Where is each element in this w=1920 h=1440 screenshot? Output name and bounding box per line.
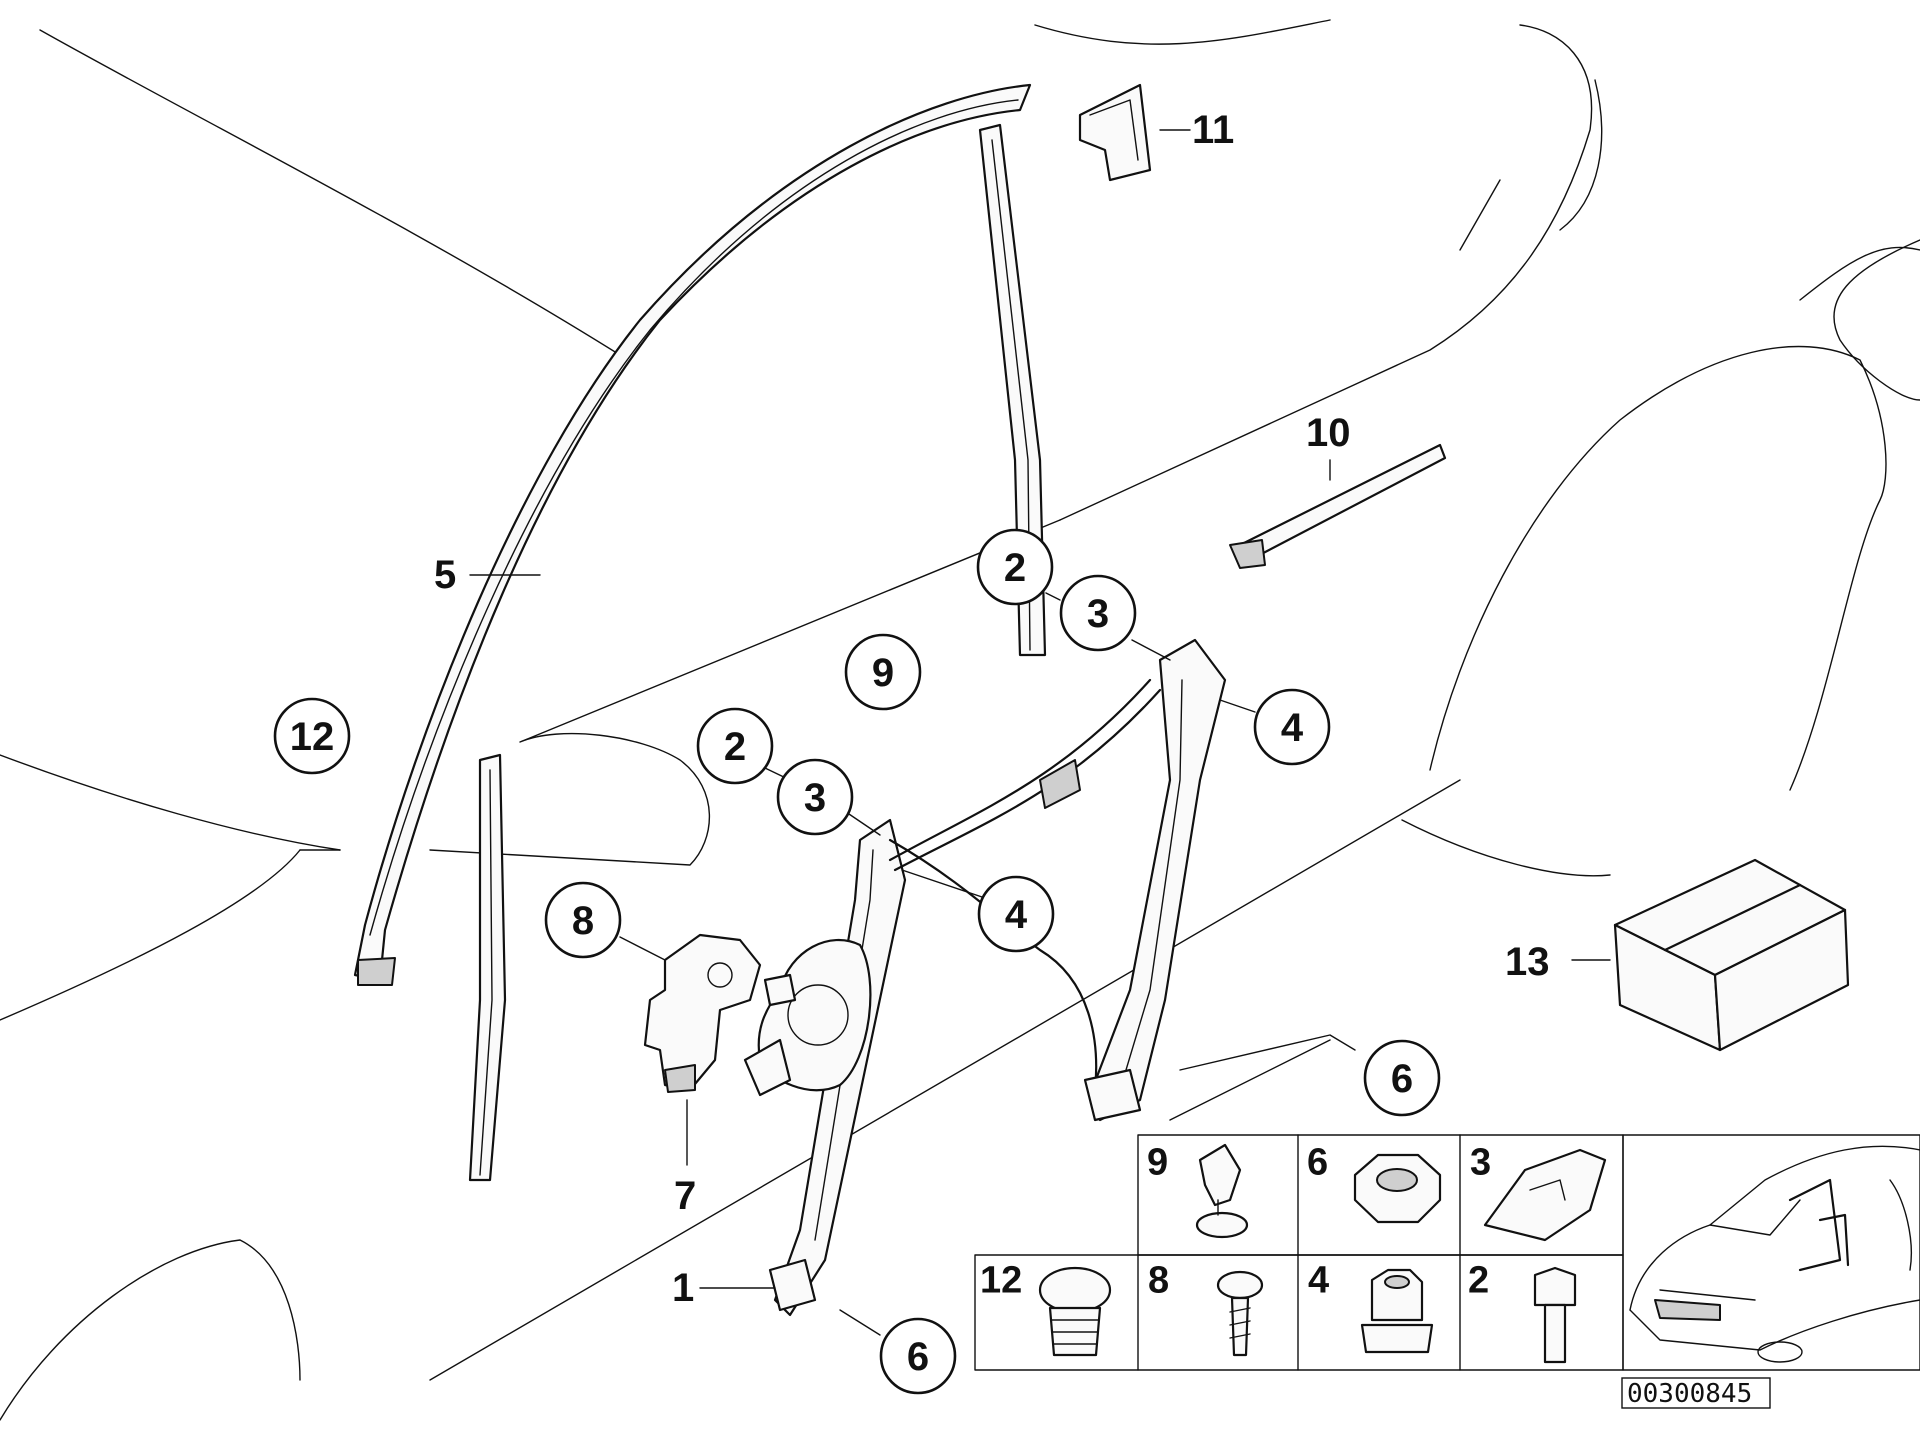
- grid-cell-9-number: 9: [1147, 1141, 1168, 1183]
- repair-kit-box: [1613, 858, 1850, 1052]
- callout-4-lower-text: 4: [1005, 893, 1028, 937]
- grid-cell-3: 3: [1470, 1141, 1607, 1242]
- label-11: 11: [1192, 108, 1234, 152]
- callout-6-right: 6: [1363, 1039, 1441, 1117]
- regulator-motor-gearbox: [743, 939, 872, 1097]
- callout-9-text: 9: [872, 651, 894, 695]
- grid-cell-6: 6: [1307, 1141, 1442, 1224]
- callout-6-bottom-text: 6: [907, 1335, 929, 1379]
- grid-cell-8-number: 8: [1148, 1259, 1169, 1301]
- trim-clip-part: [1078, 83, 1152, 182]
- reference-number-box: 00300845: [1621, 1377, 1771, 1409]
- grid-cell-3-number: 3: [1470, 1141, 1491, 1183]
- grid-cell-4: 4: [1308, 1259, 1434, 1354]
- callout-3-upper-text: 3: [1087, 592, 1109, 636]
- label-1: 1: [672, 1266, 694, 1310]
- callout-8: 8: [544, 881, 622, 959]
- grid-cell-2: 2: [1468, 1259, 1577, 1364]
- leader-lines: [469, 129, 1611, 1336]
- callout-2-upper-text: 2: [1004, 546, 1026, 590]
- callout-12: 12: [273, 697, 351, 775]
- callout-4-upper-text: 4: [1281, 706, 1304, 750]
- callout-2-lower: 2: [696, 707, 774, 785]
- grid-cell-2-number: 2: [1468, 1259, 1489, 1301]
- callout-4-lower: 4: [977, 875, 1055, 953]
- label-7: 7: [674, 1174, 696, 1218]
- grid-cell-12-number: 12: [980, 1259, 1022, 1301]
- callout-3-upper: 3: [1059, 574, 1137, 652]
- grid-cell-6-number: 6: [1307, 1141, 1328, 1183]
- callout-12-text: 12: [290, 715, 335, 759]
- label-13: 13: [1505, 940, 1550, 984]
- window-motor-part: [643, 933, 762, 1093]
- car-locator-thumbnail: [1622, 1134, 1920, 1371]
- grid-cell-8: 8: [1148, 1259, 1264, 1357]
- callout-3-lower: 3: [776, 758, 854, 836]
- callout-9: 9: [844, 633, 922, 711]
- callout-3-lower-text: 3: [804, 776, 826, 820]
- callout-2-upper: 2: [976, 528, 1054, 606]
- label-5: 5: [434, 553, 456, 597]
- callout-2-lower-text: 2: [724, 725, 746, 769]
- callout-4-upper: 4: [1253, 688, 1331, 766]
- grid-cell-4-number: 4: [1308, 1259, 1329, 1301]
- callout-6-right-text: 6: [1391, 1057, 1413, 1101]
- grid-cell-12: 12: [980, 1259, 1112, 1357]
- car-body-outline: [0, 19, 1920, 1421]
- cable-tie-part: [1229, 443, 1447, 569]
- label-10: 10: [1306, 411, 1351, 455]
- callout-6-bottom: 6: [879, 1317, 957, 1395]
- grid-cell-9: 9: [1147, 1141, 1249, 1239]
- reference-number-text: 00300845: [1627, 1379, 1752, 1409]
- callout-8-text: 8: [572, 899, 594, 943]
- small-parts-grid: 9 6 3 12 8: [974, 1134, 1624, 1371]
